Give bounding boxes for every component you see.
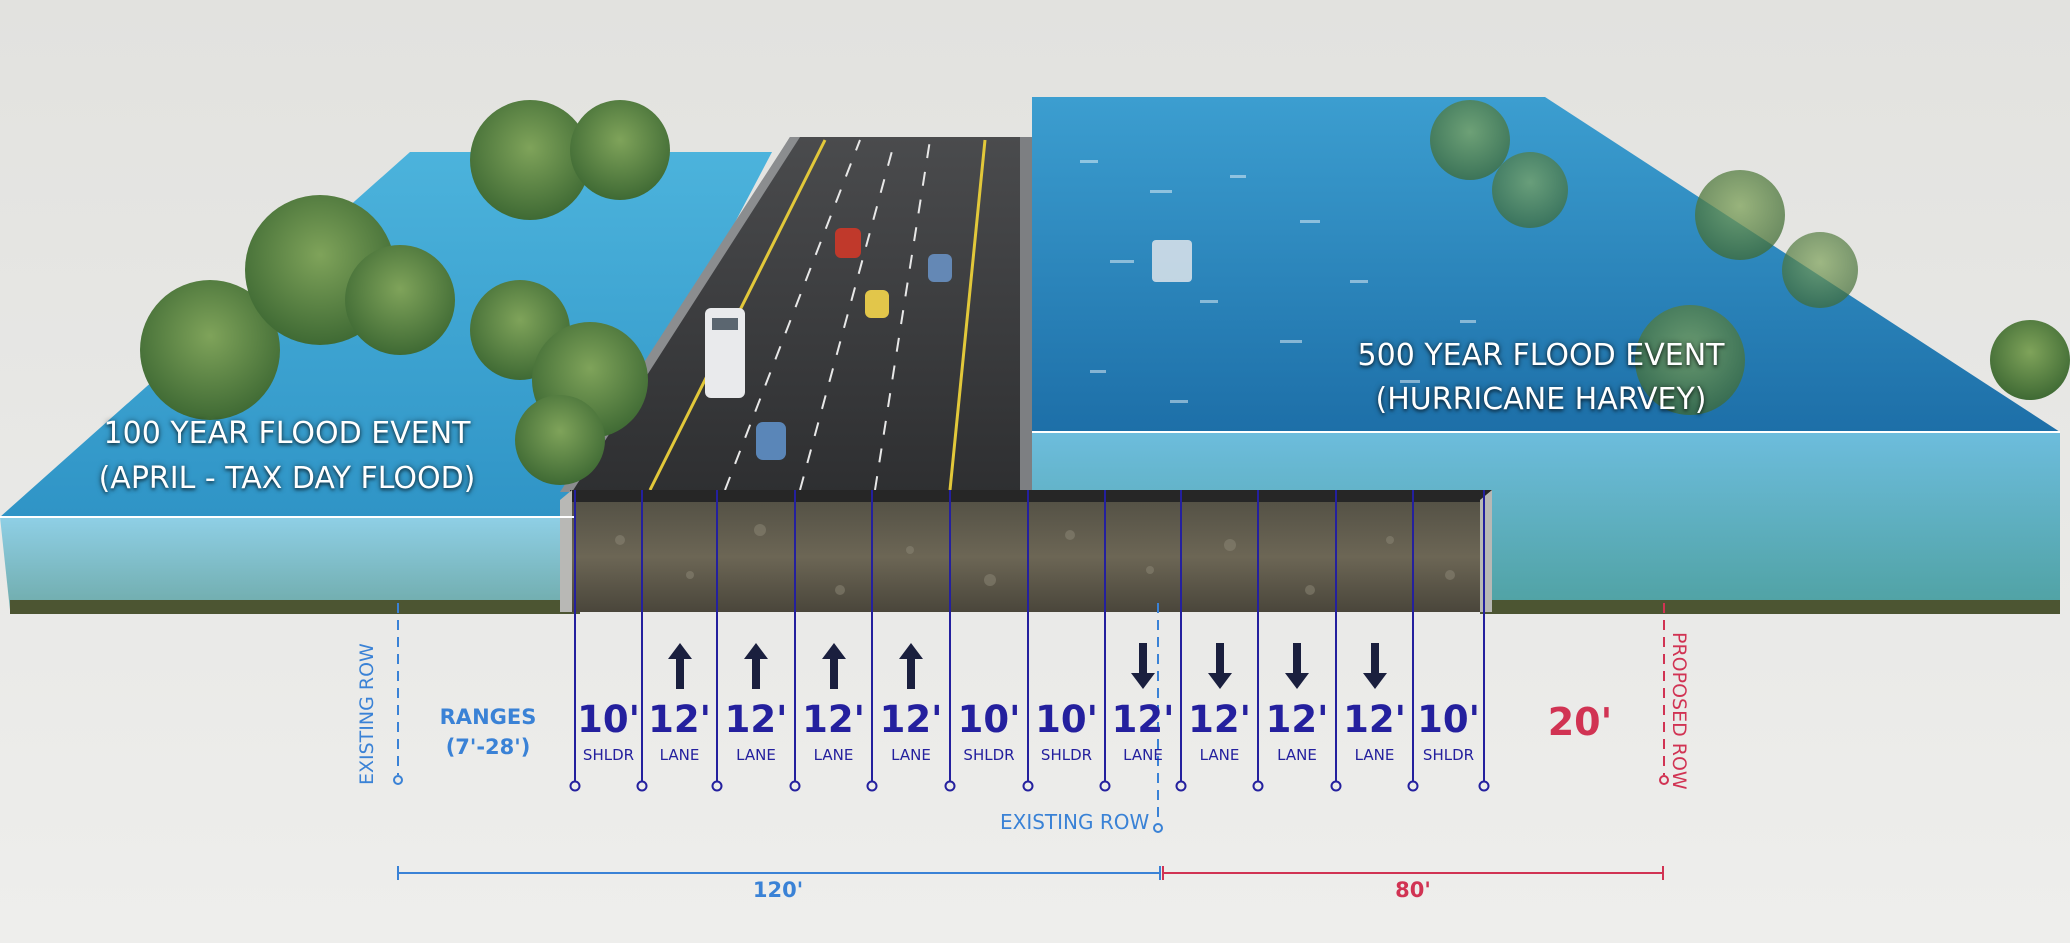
lane-divider-marker	[1407, 780, 1419, 792]
existing-width-value: 120'	[752, 878, 804, 902]
proposed-width-value: 80'	[1395, 878, 1431, 902]
segment-width: 12'	[1265, 698, 1329, 741]
lane-divider-marker	[944, 780, 956, 792]
lane-divider-marker	[636, 780, 648, 792]
arrow-up-icon	[744, 643, 768, 689]
lane-divider-marker	[1252, 780, 1264, 792]
segment-width: 12'	[1111, 698, 1175, 741]
ranges-label: RANGES	[439, 705, 537, 729]
segment-width: 12'	[648, 698, 711, 741]
lane-divider-marker	[711, 780, 723, 792]
existing-row-center-marker	[1153, 603, 1163, 833]
dimension-guides	[569, 490, 1490, 792]
segment-type: SHLDR	[963, 746, 1015, 764]
segment-type: LANE	[736, 746, 776, 764]
lane-divider-marker	[789, 780, 801, 792]
segment-width: 10'	[1035, 698, 1098, 741]
existing-row-center-label: EXISTING ROW	[1000, 810, 1150, 834]
flood-100yr-subtitle: (APRIL - TAX DAY FLOOD)	[98, 461, 476, 496]
segment-width: 12'	[1188, 698, 1251, 741]
lane-divider-marker	[1330, 780, 1342, 792]
segment-width: 12'	[802, 698, 865, 741]
flood-100yr-title: 100 YEAR FLOOD EVENT	[103, 416, 471, 451]
arrow-up-icon	[899, 643, 923, 689]
embankment-cross-section	[560, 490, 1492, 612]
segment-type: SHLDR	[582, 746, 635, 764]
existing-row-left-label: EXISTING ROW	[356, 643, 378, 785]
ranges-value: (7'-28')	[445, 735, 531, 759]
lane-divider-marker	[866, 780, 878, 792]
segment-type: SHLDR	[1422, 746, 1475, 764]
dimension-bar-120	[397, 866, 1161, 880]
proposed-row-marker	[1659, 603, 1669, 785]
segment-type: LANE	[659, 746, 700, 764]
arrow-down-icon	[1207, 643, 1232, 689]
segment-type: LANE	[813, 746, 854, 764]
flood-500yr-subtitle: (HURRICANE HARVEY)	[1375, 382, 1707, 417]
segment-type: LANE	[1354, 746, 1395, 764]
lane-divider-marker	[1175, 780, 1187, 792]
segment-width: 10'	[957, 698, 1021, 741]
segment-type: LANE	[1123, 746, 1163, 764]
arrow-down-icon	[1131, 643, 1155, 689]
segment-width: 10'	[1417, 698, 1480, 741]
proposed-extra-width: 20'	[1547, 700, 1613, 744]
arrow-up-icon	[667, 643, 692, 689]
segment-type: LANE	[891, 746, 931, 764]
proposed-row-label: PROPOSED ROW	[1668, 632, 1690, 790]
arrow-down-icon	[1285, 643, 1309, 689]
segment-type: LANE	[1277, 746, 1317, 764]
dimension-bar-80	[1162, 866, 1664, 880]
segment-width: 12'	[879, 698, 943, 741]
trees	[140, 100, 2070, 485]
lane-divider-marker	[1478, 780, 1490, 792]
arrow-up-icon	[821, 643, 846, 689]
existing-row-left-marker	[393, 603, 403, 785]
arrow-down-icon	[1362, 643, 1387, 689]
lane-divider-marker	[1099, 780, 1111, 792]
segment-type: LANE	[1199, 746, 1240, 764]
flood-500yr-title: 500 YEAR FLOOD EVENT	[1357, 338, 1725, 373]
segment-type: SHLDR	[1040, 746, 1093, 764]
segment-width: 12'	[1343, 698, 1406, 741]
lane-divider-marker	[1022, 780, 1034, 792]
segment-width: 12'	[724, 698, 788, 741]
segment-width: 10'	[577, 698, 640, 741]
lane-divider-marker	[569, 780, 581, 792]
